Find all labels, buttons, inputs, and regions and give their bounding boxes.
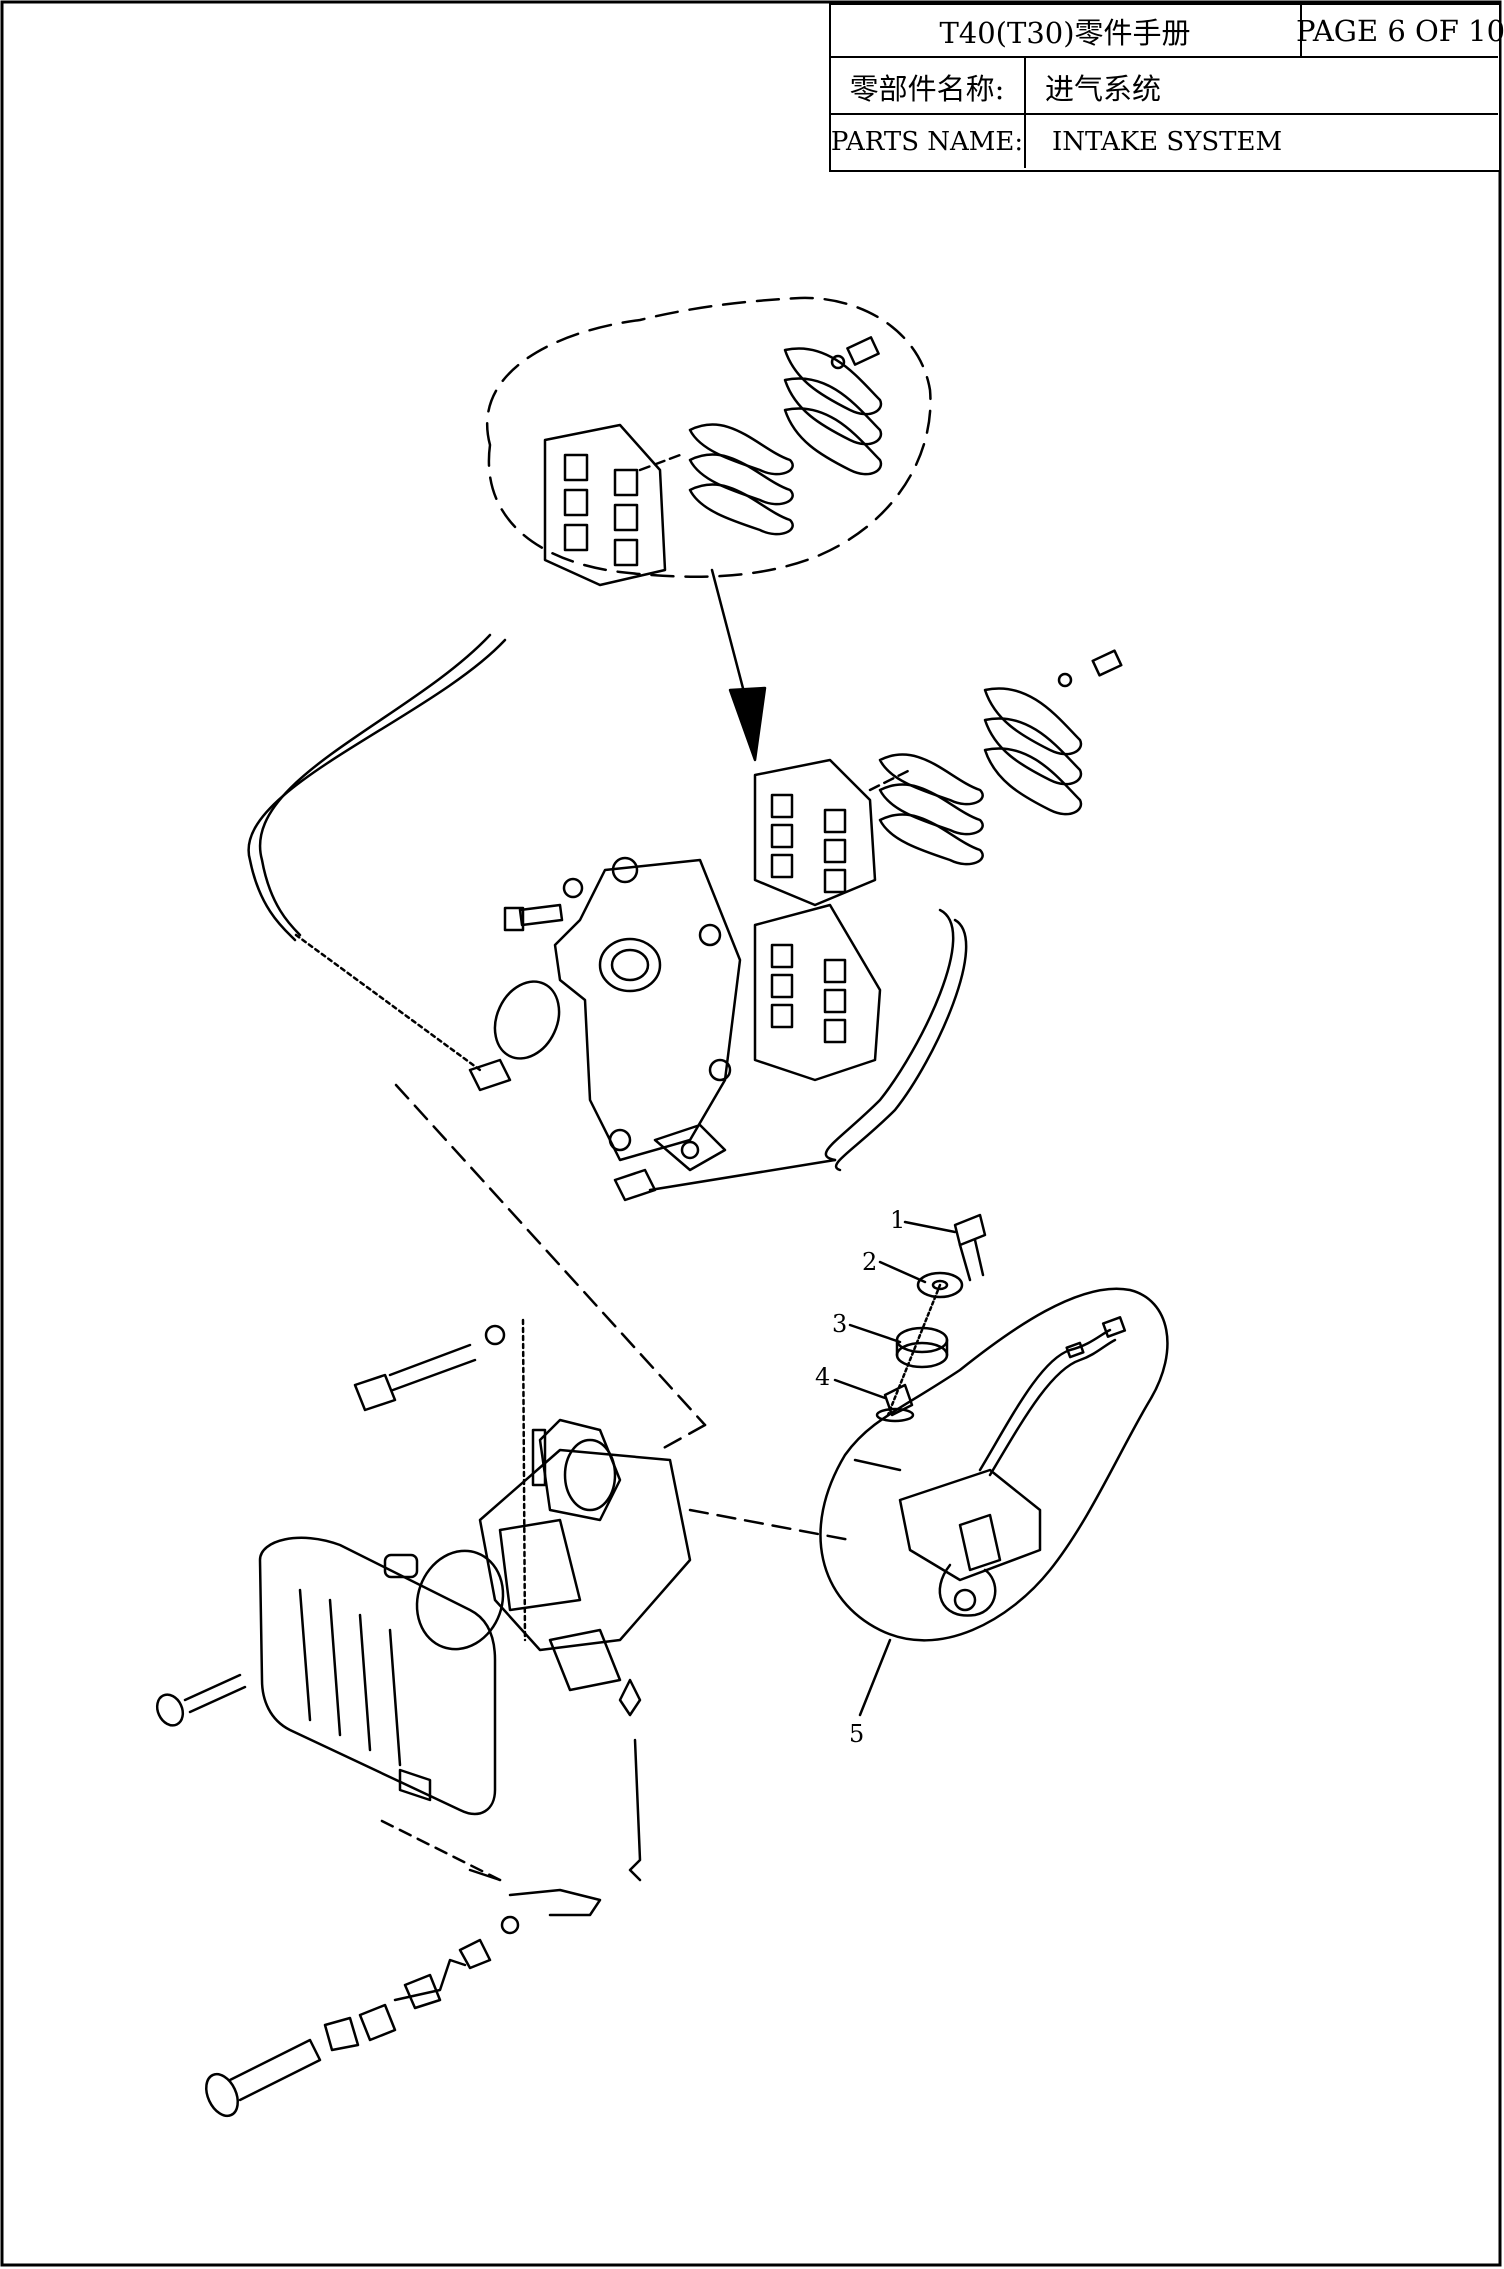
intake-manifold (468, 856, 742, 1202)
reed-valve-detail-group (486, 296, 932, 587)
callout-4: 4 (815, 1363, 831, 1391)
callout-2: 2 (862, 1248, 878, 1276)
cn-name-value: 进气系统 (1045, 71, 1162, 106)
en-name-value: INTAKE SYSTEM (1052, 127, 1283, 157)
intake-silencer (155, 1536, 497, 1816)
reed-valve-assembly (753, 649, 1123, 1082)
cn-name-label: 零部件名称: (849, 71, 1005, 106)
choke-linkage (205, 1738, 642, 2118)
title-block (829, 3, 1501, 172)
callout-5: 5 (849, 1720, 865, 1748)
carburetor (383, 1418, 692, 1717)
callout-3: 3 (832, 1310, 848, 1338)
page-number: PAGE 6 OF 10 (1295, 14, 1504, 48)
en-name-label: PARTS NAME: (830, 127, 1024, 157)
callout-1: 1 (890, 1206, 906, 1234)
manual-title: T40(T30)零件手册 (939, 16, 1191, 50)
solenoid-detail-group (819, 1213, 1169, 1717)
